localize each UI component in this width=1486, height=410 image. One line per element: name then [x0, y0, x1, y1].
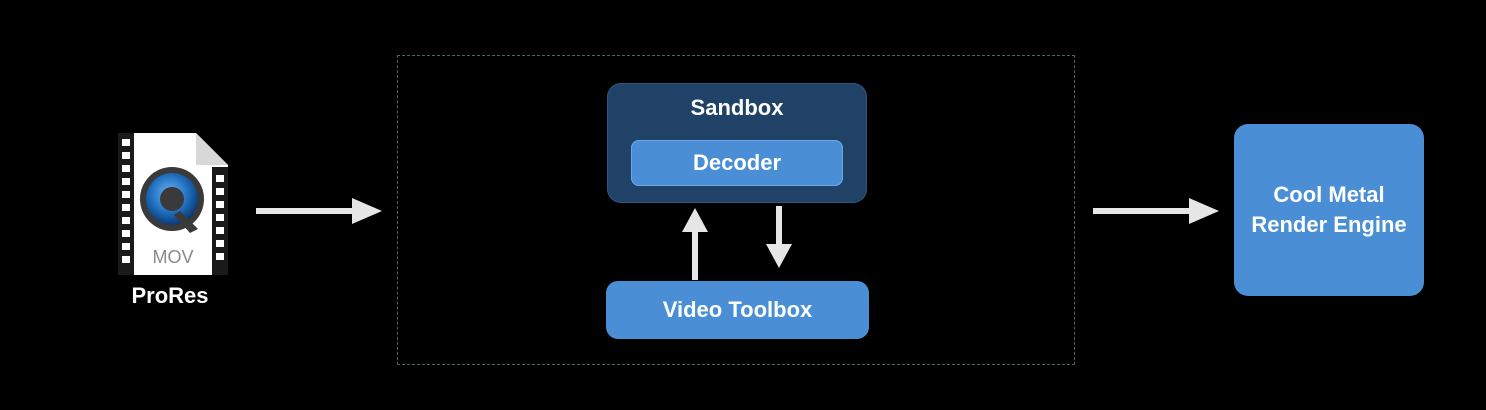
- sandbox-box: Sandbox Decoder: [607, 83, 867, 203]
- render-engine-line2: Render Engine: [1251, 212, 1407, 237]
- file-format-text: MOV: [152, 247, 194, 267]
- sandbox-title: Sandbox: [690, 95, 784, 120]
- video-toolbox-box: Video Toolbox: [606, 281, 869, 339]
- arrow-up-icon: [682, 208, 708, 280]
- arrow-down-icon: [766, 206, 792, 268]
- source-file-label: ProRes: [131, 283, 209, 308]
- arrow-right-icon: [1093, 198, 1219, 224]
- arrow-right-icon: [256, 198, 382, 224]
- decoder-box: Decoder: [631, 140, 843, 186]
- mov-file-icon: MOV: [118, 133, 228, 275]
- render-engine-line1: Cool Metal: [1273, 182, 1385, 207]
- render-engine-box: Cool Metal Render Engine: [1234, 124, 1424, 296]
- process-boundary: [397, 55, 1075, 365]
